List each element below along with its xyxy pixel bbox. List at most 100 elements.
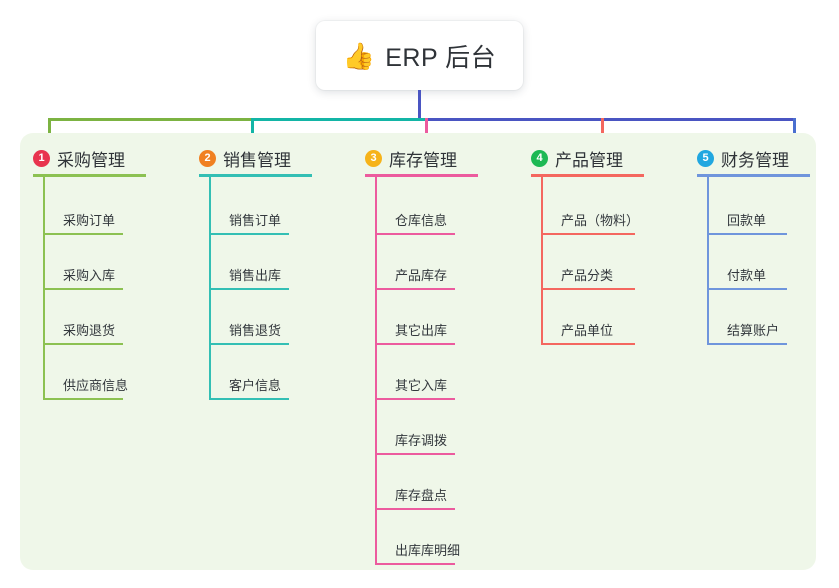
leaf-node[interactable]: 采购退货 <box>43 317 123 345</box>
leaf-node[interactable]: 出库库明细 <box>375 537 460 565</box>
leaf-node-label: 销售订单 <box>229 213 282 228</box>
branch-header-rule-product <box>531 174 644 177</box>
leaf-node-label: 客户信息 <box>229 378 282 393</box>
leaf-node-rule <box>375 398 455 400</box>
leaf-node[interactable]: 其它入库 <box>375 372 455 400</box>
branch-trunk-purchase <box>43 174 45 400</box>
leaf-node-rule <box>375 288 455 290</box>
thumbs-up-icon: 👍 <box>342 40 376 71</box>
leaf-node-label: 供应商信息 <box>63 378 129 393</box>
branch-column-inventory: 3 库存管理仓库信息产品库存其它出库其它入库库存调拨库存盘点出库库明细 <box>365 133 478 570</box>
leaf-node-label: 采购订单 <box>63 213 116 228</box>
drop-finance-wire <box>793 118 796 147</box>
branch-number-badge-sales: 2 <box>199 150 216 167</box>
branch-number-badge-inventory: 3 <box>365 150 382 167</box>
branch-column-sales: 2 销售管理销售订单销售出库销售退货客户信息 <box>199 133 312 570</box>
leaf-node-rule <box>375 563 455 565</box>
leaf-node-label: 采购入库 <box>63 268 116 283</box>
leaf-node-rule <box>43 288 123 290</box>
leaf-node-label: 仓库信息 <box>395 213 448 228</box>
leaf-node-rule <box>375 508 455 510</box>
bus-right-indigo <box>425 118 796 121</box>
leaf-node-rule <box>209 398 289 400</box>
branch-header-rule-purchase <box>33 174 146 177</box>
branch-title-product: 产品管理 <box>555 151 623 170</box>
leaf-node-rule <box>707 288 787 290</box>
branch-header-finance[interactable]: 5 财务管理 <box>697 146 789 171</box>
leaf-node-label: 产品单位 <box>561 323 614 338</box>
bus-left-green <box>48 118 252 121</box>
branch-header-inventory[interactable]: 3 库存管理 <box>365 146 457 171</box>
leaf-node[interactable]: 采购入库 <box>43 262 123 290</box>
bus-mid-teal <box>251 118 426 121</box>
root-stem-wire <box>418 90 421 121</box>
branch-column-finance: 5 财务管理回款单付款单结算账户 <box>697 133 810 570</box>
leaf-node[interactable]: 销售出库 <box>209 262 289 290</box>
leaf-node[interactable]: 仓库信息 <box>375 207 455 235</box>
leaf-node-label: 付款单 <box>727 268 767 283</box>
leaf-node[interactable]: 库存调拨 <box>375 427 455 455</box>
branch-trunk-finance <box>707 174 709 345</box>
drop-purchase-wire <box>48 118 51 147</box>
drop-sales-wire <box>251 118 254 147</box>
leaf-node-label: 库存调拨 <box>395 433 448 448</box>
leaf-node-rule <box>375 343 455 345</box>
leaf-node[interactable]: 付款单 <box>707 262 787 290</box>
leaf-node-rule <box>209 288 289 290</box>
leaf-node-rule <box>707 343 787 345</box>
leaf-node[interactable]: 库存盘点 <box>375 482 455 510</box>
leaf-node-label: 产品（物料） <box>561 213 640 228</box>
branch-number-badge-purchase: 1 <box>33 150 50 167</box>
leaf-node[interactable]: 其它出库 <box>375 317 455 345</box>
leaf-node-label: 销售出库 <box>229 268 282 283</box>
leaf-node[interactable]: 产品（物料） <box>541 207 639 235</box>
leaf-node-rule <box>209 233 289 235</box>
branch-trunk-product <box>541 174 543 345</box>
leaf-node[interactable]: 产品单位 <box>541 317 635 345</box>
leaf-node-rule <box>707 233 787 235</box>
branch-trunk-inventory <box>375 174 377 565</box>
leaf-node[interactable]: 客户信息 <box>209 372 289 400</box>
leaf-node-rule <box>375 233 455 235</box>
drop-inventory-wire <box>425 118 428 147</box>
leaf-node[interactable]: 产品分类 <box>541 262 635 290</box>
leaf-node[interactable]: 销售退货 <box>209 317 289 345</box>
leaf-node-rule <box>43 398 123 400</box>
leaf-node[interactable]: 产品库存 <box>375 262 455 290</box>
leaf-node[interactable]: 回款单 <box>707 207 787 235</box>
leaf-node-rule <box>209 343 289 345</box>
leaf-node-label: 回款单 <box>727 213 767 228</box>
branch-title-finance: 财务管理 <box>721 151 789 170</box>
leaf-node-label: 库存盘点 <box>395 488 448 503</box>
branch-header-rule-finance <box>697 174 810 177</box>
root-node[interactable]: 👍 ERP 后台 <box>316 21 523 90</box>
leaf-node-rule <box>43 343 123 345</box>
leaf-node-label: 其它入库 <box>395 378 448 393</box>
leaf-node-rule <box>541 233 635 235</box>
leaf-node-label: 产品分类 <box>561 268 614 283</box>
leaf-node-rule <box>541 343 635 345</box>
branch-header-rule-sales <box>199 174 312 177</box>
leaf-node[interactable]: 销售订单 <box>209 207 289 235</box>
branch-title-sales: 销售管理 <box>223 151 291 170</box>
drop-product-wire <box>601 118 604 147</box>
leaf-node-label: 产品库存 <box>395 268 448 283</box>
branch-header-product[interactable]: 4 产品管理 <box>531 146 623 171</box>
leaf-node-label: 销售退货 <box>229 323 282 338</box>
leaf-node[interactable]: 结算账户 <box>707 317 787 345</box>
leaf-node[interactable]: 采购订单 <box>43 207 123 235</box>
leaf-node-rule <box>43 233 123 235</box>
branch-title-inventory: 库存管理 <box>389 151 457 170</box>
branch-trunk-sales <box>209 174 211 400</box>
branch-number-badge-product: 4 <box>531 150 548 167</box>
branch-number-badge-finance: 5 <box>697 150 714 167</box>
leaf-node-rule <box>375 453 455 455</box>
leaf-node[interactable]: 供应商信息 <box>43 372 128 400</box>
branch-header-sales[interactable]: 2 销售管理 <box>199 146 291 171</box>
branch-header-rule-inventory <box>365 174 478 177</box>
branch-column-product: 4 产品管理产品（物料） 产品分类产品单位 <box>531 133 644 570</box>
